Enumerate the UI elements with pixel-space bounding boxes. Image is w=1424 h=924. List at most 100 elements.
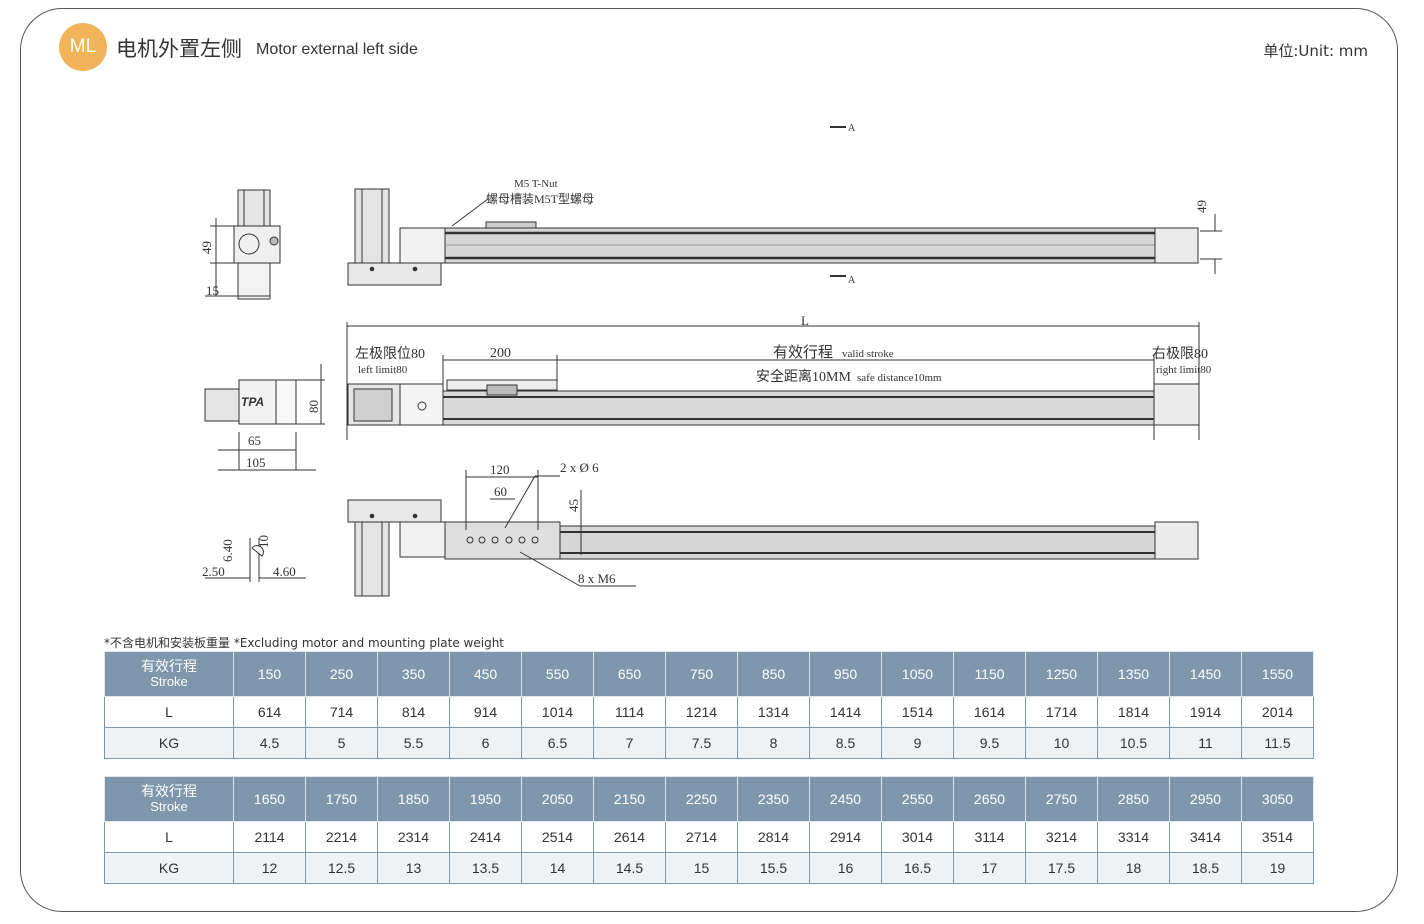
weight-value-cell: 5.5: [377, 727, 450, 759]
weight-value-cell: 11.5: [1241, 727, 1314, 759]
length-value-cell: 1914: [1169, 696, 1242, 728]
stroke-label-en: Stroke: [150, 674, 188, 689]
stroke-value-cell: 350: [377, 651, 450, 697]
dim-49-left: 49: [199, 241, 214, 254]
weight-value-cell: 10: [1025, 727, 1098, 759]
stroke-value-cell: 1250: [1025, 651, 1098, 697]
dim-80: 80: [306, 400, 321, 413]
weight-note: *不含电机和安装板重量 *Excluding motor and mountin…: [104, 636, 505, 650]
length-value-cell: 3114: [953, 821, 1026, 853]
weight-value-cell: 8: [737, 727, 810, 759]
weight-value-cell: 8.5: [809, 727, 882, 759]
length-value-cell: 3214: [1025, 821, 1098, 853]
stroke-value-cell: 2850: [1097, 776, 1170, 822]
stroke-value-cell: 2450: [809, 776, 882, 822]
length-value-cell: 2314: [377, 821, 450, 853]
tpa-logo: TPA: [241, 395, 264, 409]
mount-plate: [347, 262, 442, 286]
stroke-value-cell: 1050: [881, 651, 954, 697]
weight-value-cell: 13.5: [449, 852, 522, 884]
dim-65: 65: [248, 433, 261, 448]
unit-label: 单位:Unit: mm: [1263, 42, 1368, 60]
weight-value-cell: 15: [665, 852, 738, 884]
stroke-value-cell: 2250: [665, 776, 738, 822]
motor-side: [237, 189, 271, 227]
tnut-label-en: M5 T-Nut: [514, 178, 558, 190]
stroke-label-cn: 有效行程: [141, 658, 197, 674]
stroke-value-cell: 2150: [593, 776, 666, 822]
length-value-cell: 3414: [1169, 821, 1242, 853]
stroke-value-cell: 1750: [305, 776, 378, 822]
left-limit-en: left limit80: [358, 364, 408, 376]
stroke-value-cell: 2350: [737, 776, 810, 822]
valid-stroke-en: valid stroke: [842, 348, 894, 360]
length-value-cell: 2014: [1241, 696, 1314, 728]
bottom-carriage: [444, 521, 561, 560]
holes-8xM6: 8 x M6: [578, 571, 616, 586]
length-value-cell: 3014: [881, 821, 954, 853]
weight-value-cell: 4.5: [233, 727, 306, 759]
stroke-value-cell: 550: [521, 651, 594, 697]
length-value-cell: 3314: [1097, 821, 1170, 853]
length-value-cell: 2114: [233, 821, 306, 853]
length-value-cell: 3514: [1241, 821, 1314, 853]
title-english: Motor external left side: [256, 41, 418, 58]
dim-length-L: L: [801, 313, 809, 328]
weight-value-cell: 16: [809, 852, 882, 884]
stroke-value-cell: 1350: [1097, 651, 1170, 697]
right-limit-en: right limit80: [1156, 364, 1212, 376]
length-value-cell: 1014: [521, 696, 594, 728]
length-value-cell: 1114: [593, 696, 666, 728]
weight-value-cell: 19: [1241, 852, 1314, 884]
length-value-cell: 914: [449, 696, 522, 728]
length-value-cell: 2414: [449, 821, 522, 853]
safe-distance-en: safe distance10mm: [857, 372, 942, 384]
stroke-value-cell: 1650: [233, 776, 306, 822]
weight-value-cell: 16.5: [881, 852, 954, 884]
stroke-value-cell: 1850: [377, 776, 450, 822]
weight-value-cell: 18: [1097, 852, 1170, 884]
row-label-L: L: [104, 696, 234, 728]
weight-value-cell: 17: [953, 852, 1026, 884]
section-label-top: A: [848, 123, 856, 134]
length-value-cell: 1614: [953, 696, 1026, 728]
model-badge: ML: [59, 23, 107, 71]
length-value-cell: 2614: [593, 821, 666, 853]
length-value-cell: 2814: [737, 821, 810, 853]
weight-value-cell: 6: [449, 727, 522, 759]
length-value-cell: 614: [233, 696, 306, 728]
row-label-L: L: [104, 821, 234, 853]
length-value-cell: 1214: [665, 696, 738, 728]
stroke-value-cell: 2650: [953, 776, 1026, 822]
weight-value-cell: 10.5: [1097, 727, 1170, 759]
technical-drawing: A A M5 T-Nut 螺母槽装M5T型螺母 49 49 15 L 左极限位8…: [199, 123, 1222, 597]
weight-value-cell: 14.5: [593, 852, 666, 884]
dim-105: 105: [246, 455, 266, 470]
valid-stroke-cn: 有效行程: [773, 344, 833, 361]
weight-value-cell: 5: [305, 727, 378, 759]
dim-6-40: 6.40: [220, 539, 235, 562]
weight-value-cell: 11: [1169, 727, 1242, 759]
weight-value-cell: 13: [377, 852, 450, 884]
stroke-value-cell: 650: [593, 651, 666, 697]
dim-10: 10: [256, 535, 271, 548]
length-value-cell: 1314: [737, 696, 810, 728]
length-value-cell: 1714: [1025, 696, 1098, 728]
length-value-cell: 2214: [305, 821, 378, 853]
weight-value-cell: 15.5: [737, 852, 810, 884]
weight-value-cell: 12.5: [305, 852, 378, 884]
stroke-value-cell: 850: [737, 651, 810, 697]
title-chinese: 电机外置左侧: [116, 37, 242, 61]
stroke-value-cell: 2750: [1025, 776, 1098, 822]
stroke-value-cell: 2050: [521, 776, 594, 822]
dim-4-60: 4.60: [273, 564, 296, 579]
stroke-value-cell: 450: [449, 651, 522, 697]
stroke-value-cell: 2950: [1169, 776, 1242, 822]
tnut-label-cn: 螺母槽装M5T型螺母: [486, 192, 594, 206]
dim-15: 15: [206, 283, 219, 298]
